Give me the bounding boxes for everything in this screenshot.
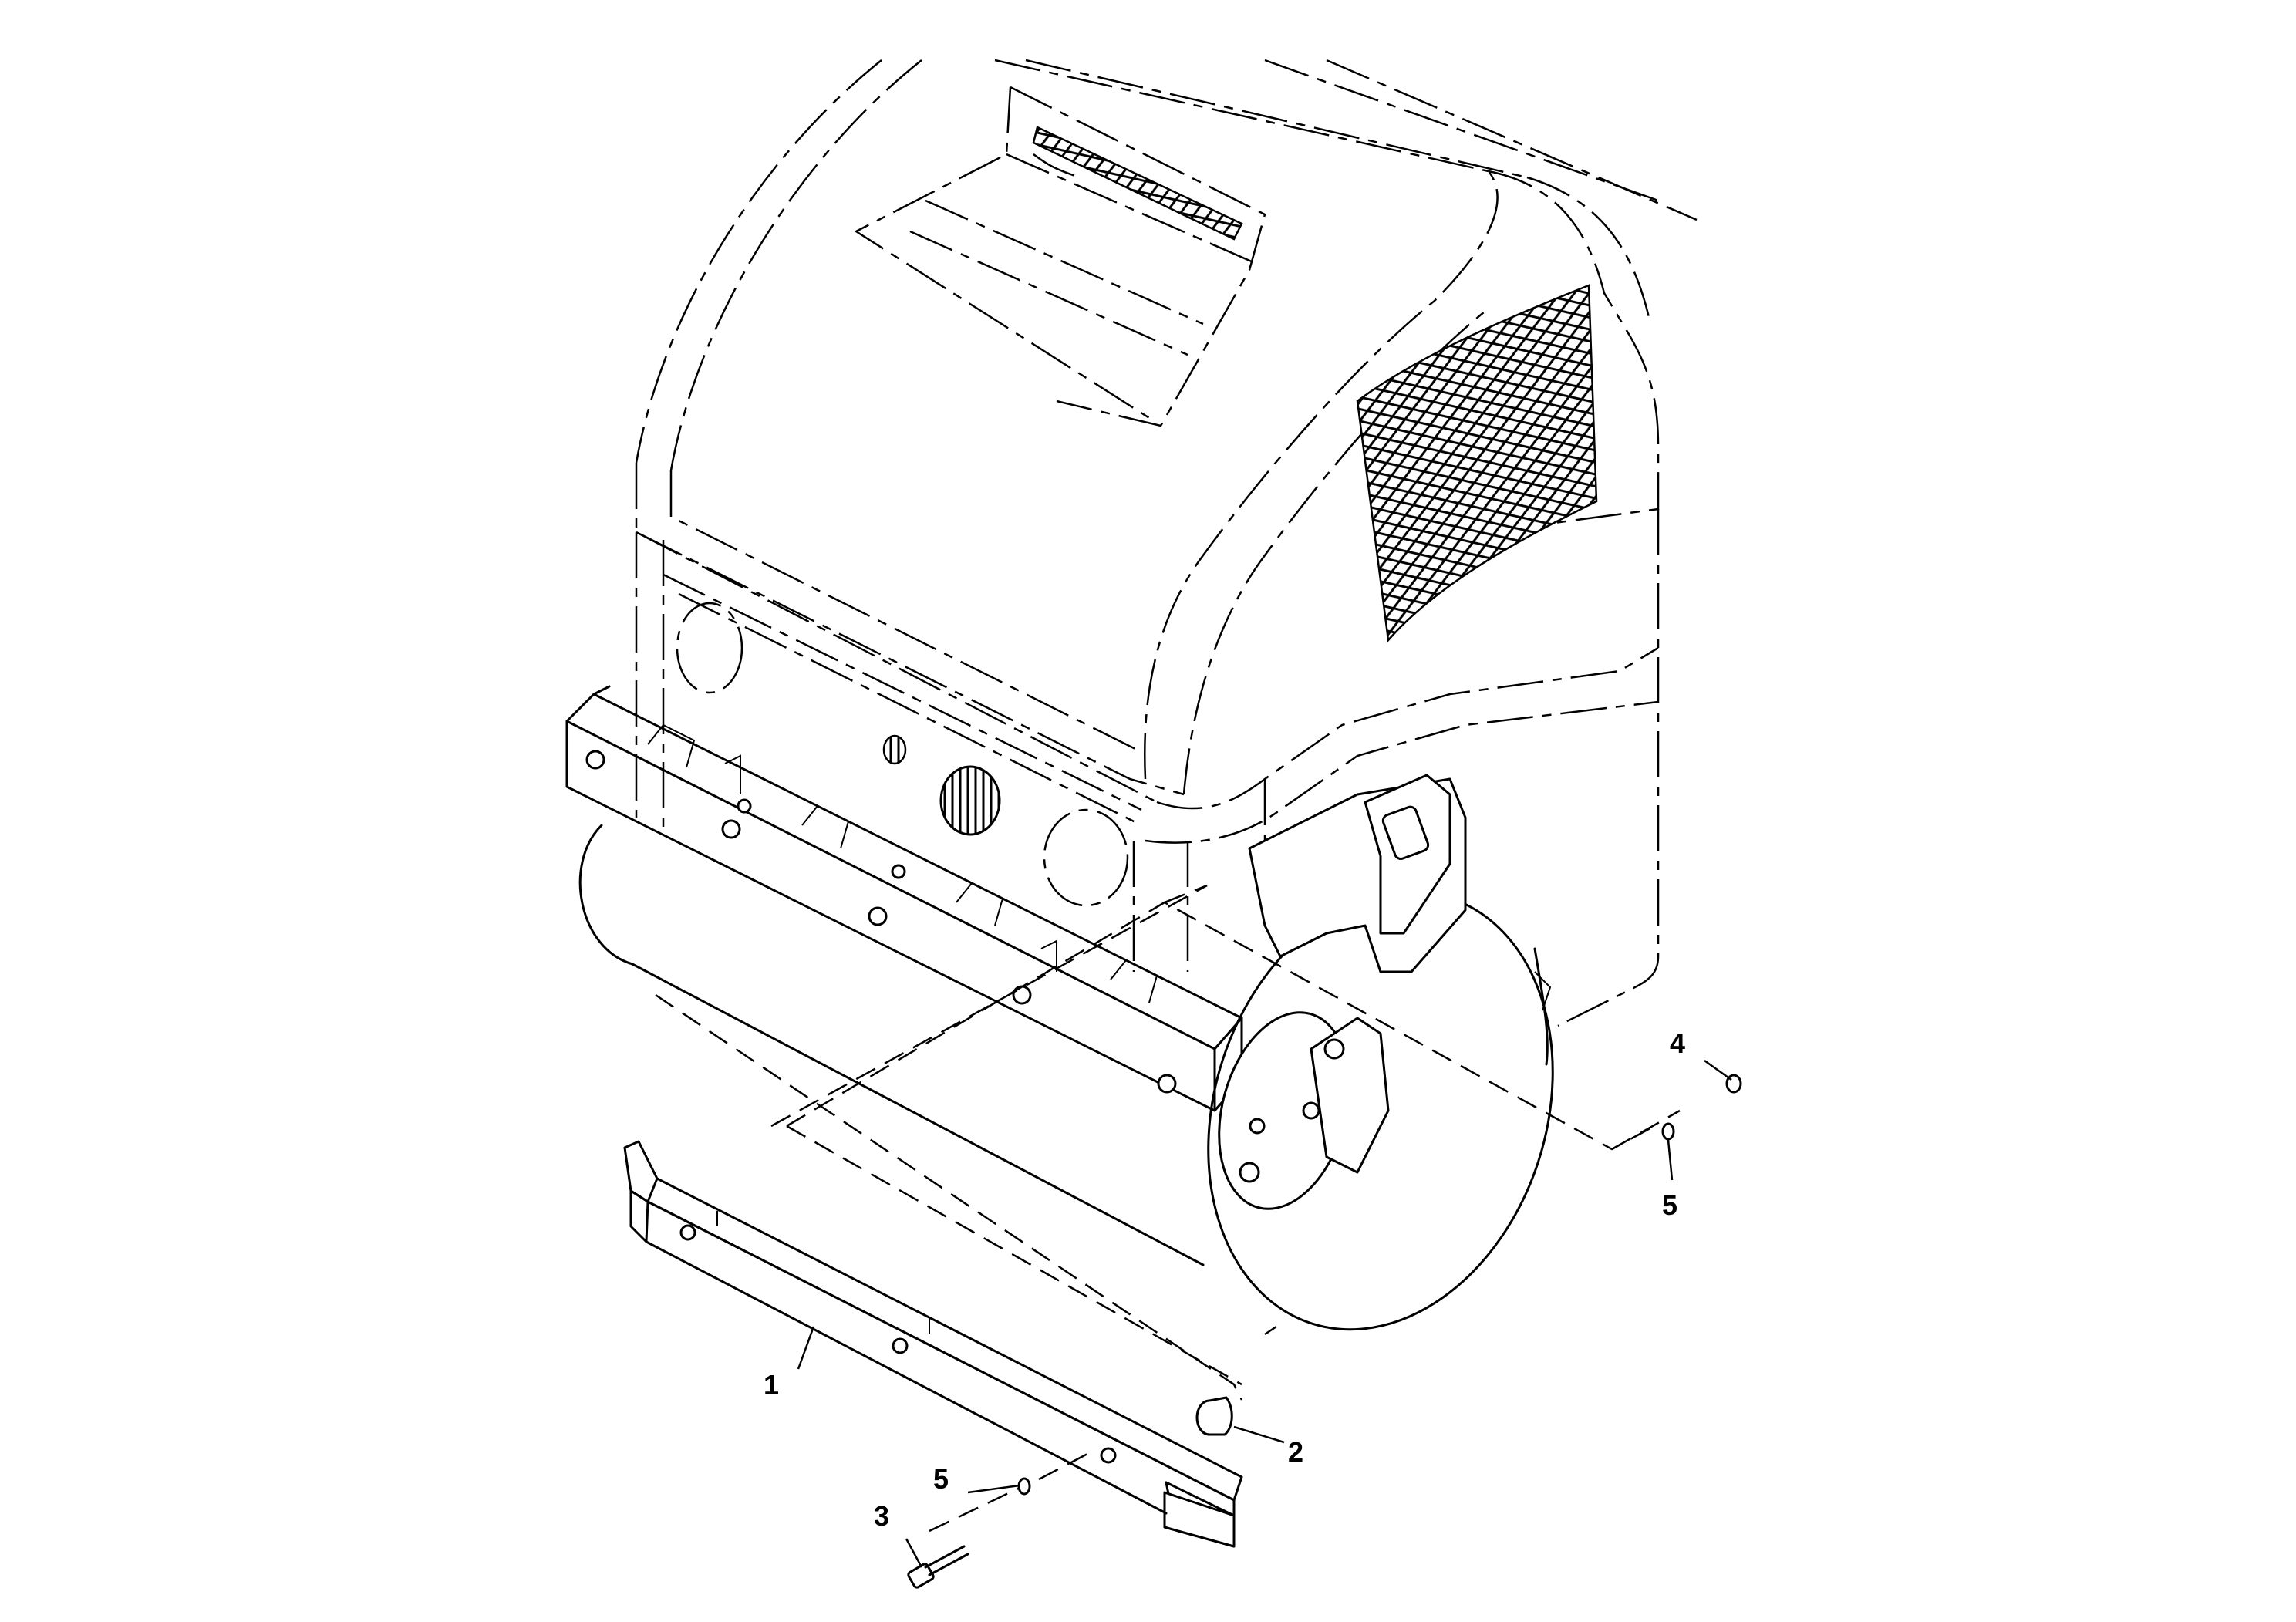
callout-leaders [797,1059,1732,1568]
callout-4: 4 [1670,1027,1685,1059]
drive-motor [1218,774,1552,1210]
part-2-spacer [1195,1396,1233,1436]
front-round-vent [882,734,1001,836]
callouts: 1 2 3 4 5 5 [764,1027,1685,1532]
callout-2: 2 [1288,1436,1303,1468]
explode-guide-lines [655,884,1681,1533]
bracket-bolt [585,750,1177,1094]
callout-5-upper: 5 [1662,1189,1677,1221]
side-mesh-grille [1356,284,1598,642]
callout-5-lower: 5 [933,1463,949,1495]
part-3-bolt [907,1545,969,1589]
scraper-bracket-assembly [565,685,1243,1112]
top-vent-grille [1032,126,1243,241]
part-1-scraper-blade [623,1140,1243,1548]
callout-1: 1 [764,1369,779,1401]
part-5-washer [1017,1122,1675,1496]
callout-3: 3 [874,1500,889,1532]
